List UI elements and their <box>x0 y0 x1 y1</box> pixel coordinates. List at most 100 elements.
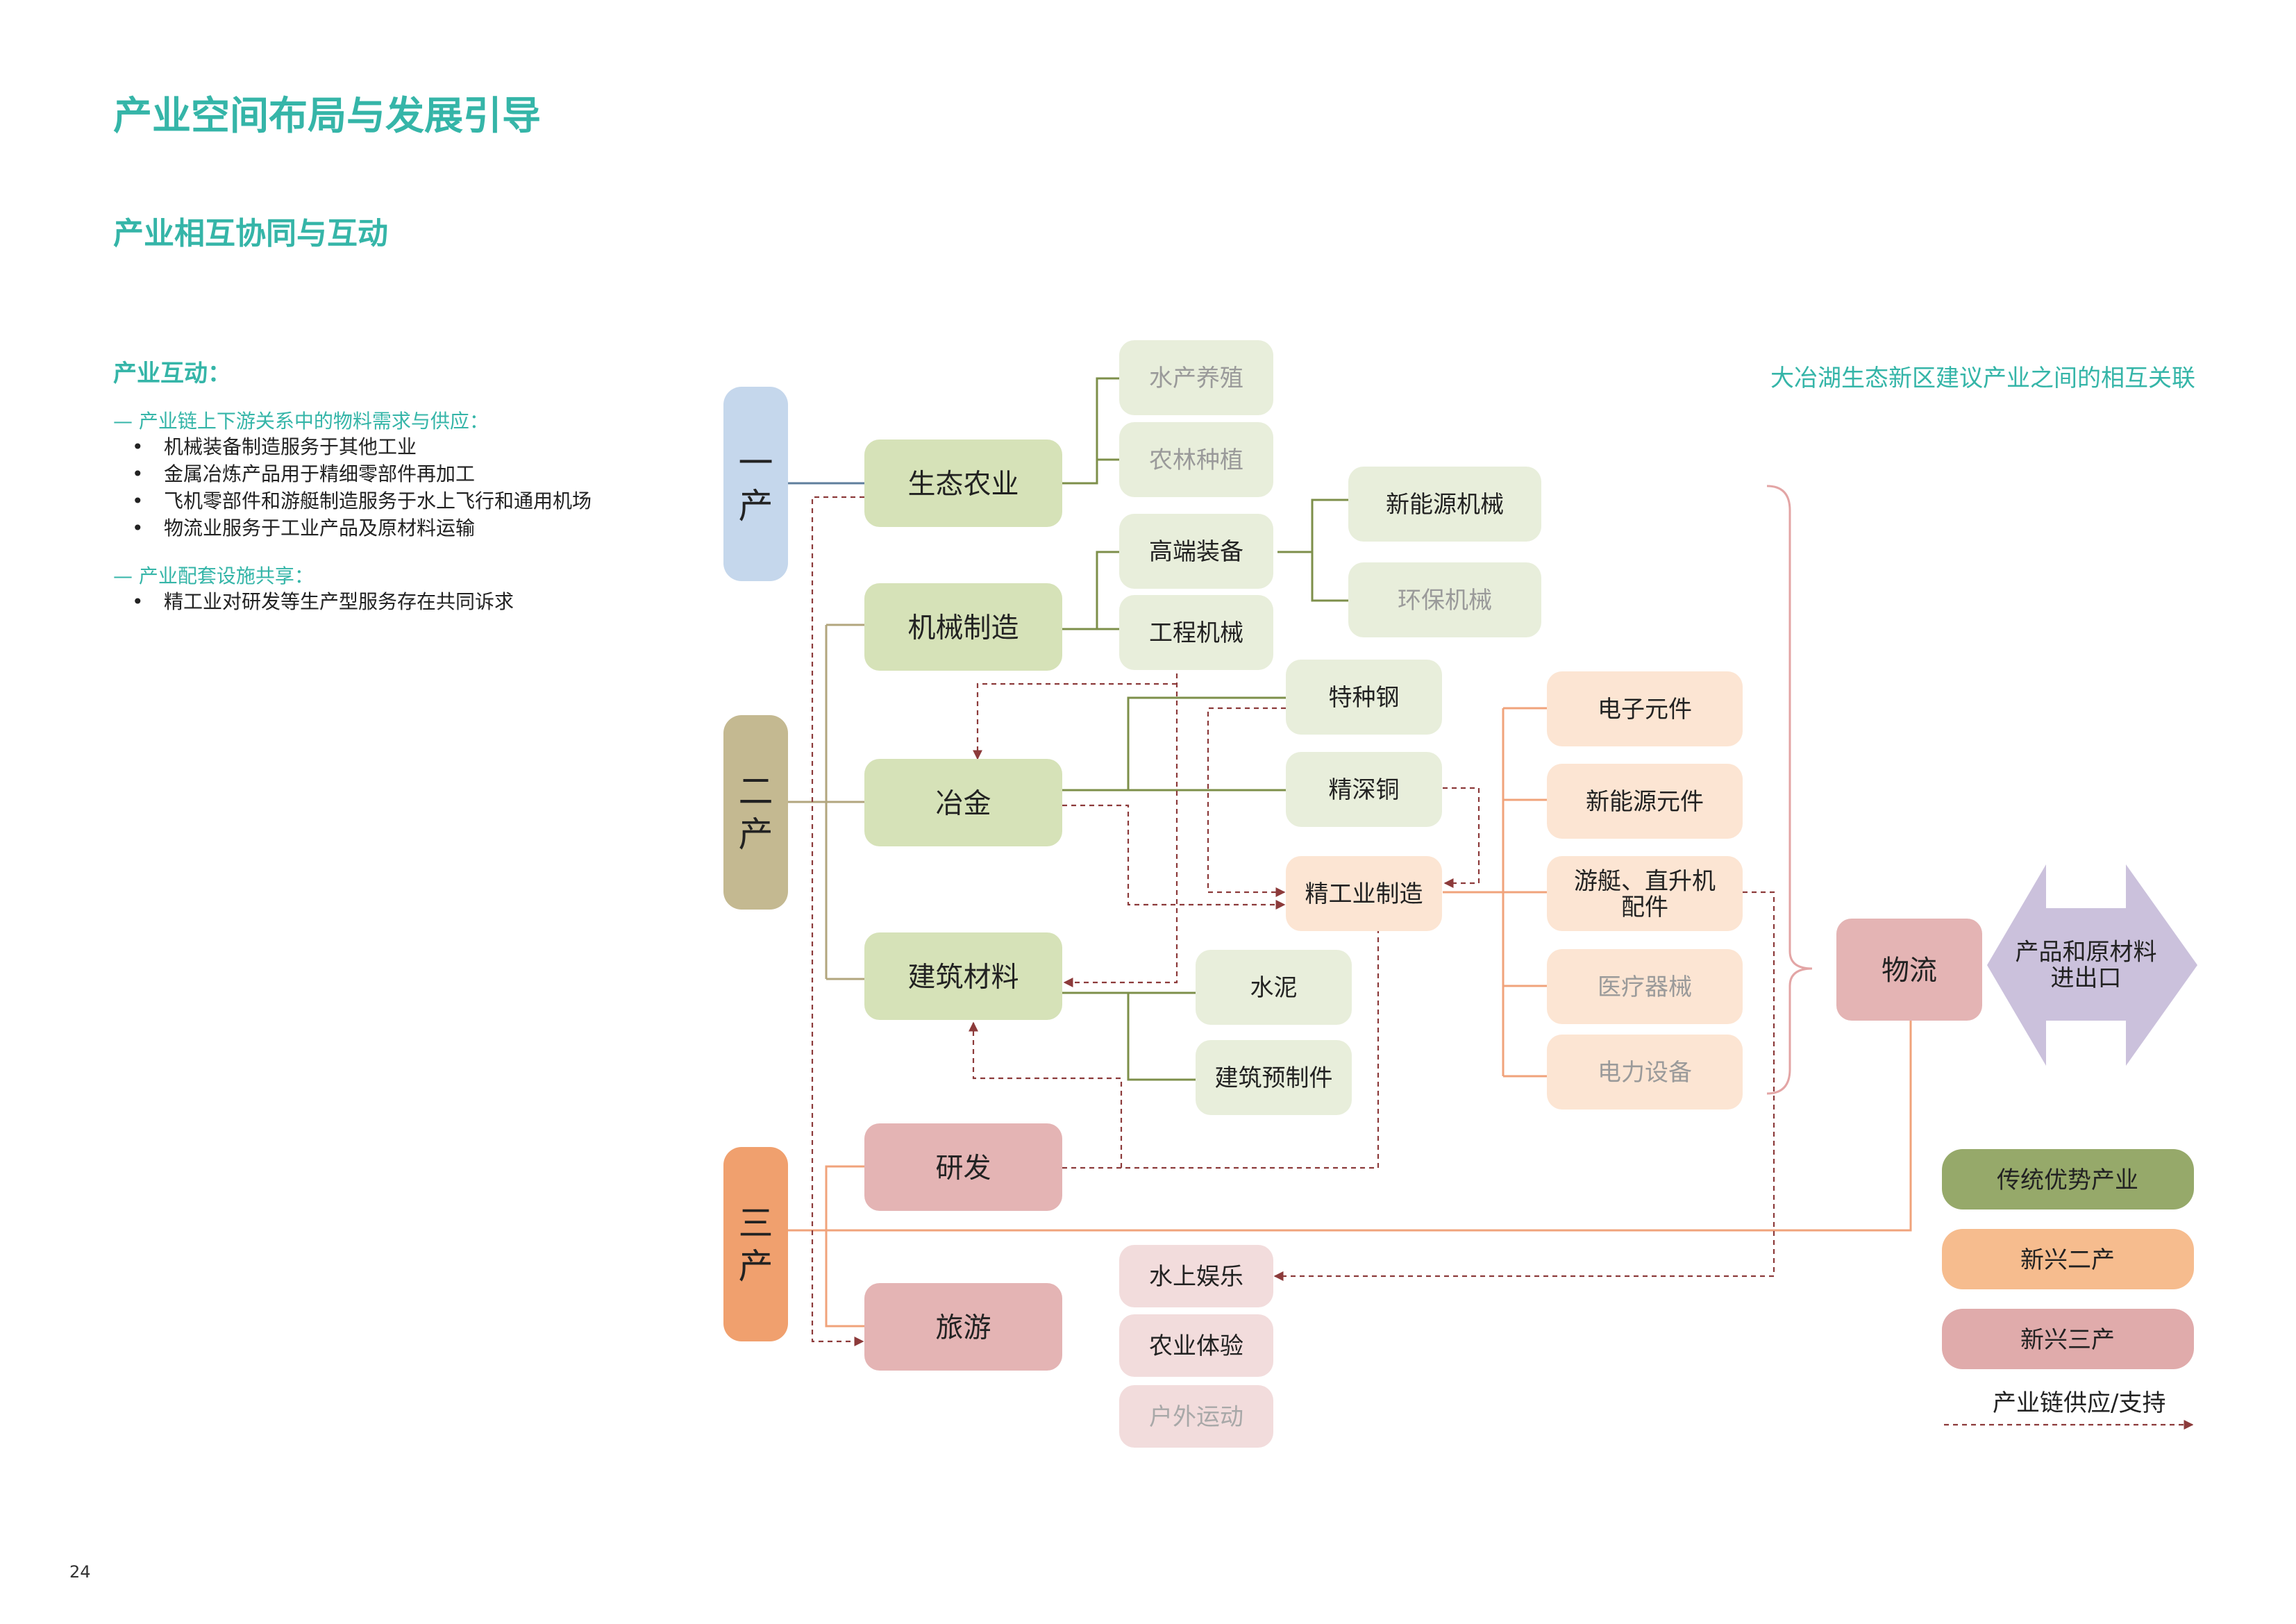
node-tour: 旅游 <box>864 1283 1062 1371</box>
node-box <box>1547 671 1743 746</box>
sector-s3: 三产 <box>723 1147 788 1341</box>
node-box <box>1196 950 1352 1025</box>
node-label: 新能源元件 <box>1586 788 1704 816</box>
legend-label: 新兴二产 <box>2020 1246 2115 1274</box>
node-box <box>1547 856 1743 931</box>
node-box <box>1119 595 1273 670</box>
connector-highend-sub <box>1277 499 1348 602</box>
node-box <box>1286 856 1442 931</box>
node-trade: 产品和原材料进出口 <box>2016 939 2157 992</box>
node-box <box>864 932 1062 1020</box>
node-box <box>1547 764 1743 839</box>
node-label: 研发 <box>936 1152 991 1184</box>
node-forest: 农林种植 <box>1119 422 1273 497</box>
material-flow-list: 机械装备制造服务于其他工业 金属冶炼产品用于精细零部件再加工 飞机零部件和游艇制… <box>132 433 592 542</box>
sector-s2: 二产 <box>723 715 788 910</box>
node-label: 精深铜 <box>1329 776 1400 804</box>
node-box <box>1286 660 1442 735</box>
node-build: 建筑材料 <box>864 932 1062 1020</box>
node-electronic: 电子元件 <box>1547 671 1743 746</box>
node-label: 建筑材料 <box>908 961 1019 993</box>
node-box <box>1119 422 1273 497</box>
node-label: 冶金 <box>936 787 991 819</box>
connector-ecoagri-sub <box>1062 377 1119 485</box>
diagram-caption: 大冶湖生态新区建议产业之间的相互关联 <box>1770 365 2195 392</box>
sector-label: 二产 <box>739 771 773 855</box>
node-ecoagri: 生态农业 <box>864 440 1062 527</box>
node-label: 电力设备 <box>1598 1059 1692 1087</box>
node-newcomp: 新能源元件 <box>1547 764 1743 839</box>
node-label: 农林种植 <box>1149 446 1243 474</box>
connector-precision-sub <box>1443 707 1547 1078</box>
node-box <box>1286 752 1442 827</box>
node-water: 水上娱乐 <box>1119 1245 1273 1307</box>
node-agriexp: 农业体验 <box>1119 1314 1273 1377</box>
node-label: 水泥 <box>1250 974 1298 1002</box>
node-box <box>864 440 1062 527</box>
node-logistics: 物流 <box>1836 919 1982 1021</box>
node-box <box>1348 562 1541 637</box>
nodes-layer: 生态农业机械制造冶金建筑材料研发旅游水产养殖农林种植高端装备工程机械新能源机械环… <box>864 340 2157 1448</box>
node-label: 旅游 <box>936 1312 991 1343</box>
sector-label: 一产 <box>739 443 773 526</box>
node-medical: 医疗器械 <box>1547 949 1743 1024</box>
legend-swatch <box>1942 1149 2194 1209</box>
node-label: 产品和原材料进出口 <box>2016 939 2157 992</box>
node-label: 户外运动 <box>1149 1403 1243 1431</box>
node-yacht: 游艇、直升机配件 <box>1547 856 1743 931</box>
support-arrows <box>811 496 2194 1430</box>
sector-tree-secondary <box>788 623 864 980</box>
node-label: 水产养殖 <box>1149 365 1243 392</box>
supply-tree-green <box>1062 377 1348 1081</box>
node-label: 工程机械 <box>1149 619 1243 647</box>
node-mach: 机械制造 <box>864 583 1062 671</box>
node-outdoor: 户外运动 <box>1119 1385 1273 1448</box>
group-brace <box>1766 485 1813 1095</box>
node-label: 游艇、直升机配件 <box>1574 868 1716 921</box>
node-box <box>1119 1314 1273 1377</box>
legend-swatch <box>1942 1229 2194 1289</box>
node-box <box>1119 514 1273 589</box>
node-box <box>1119 1245 1273 1307</box>
node-label: 机械制造 <box>908 612 1019 644</box>
arrow-rd-to-precision <box>1062 893 1383 1169</box>
node-box <box>864 1123 1062 1211</box>
sector-box <box>723 1147 788 1341</box>
legend-label: 传统优势产业 <box>1997 1166 2138 1194</box>
node-label: 精工业制造 <box>1305 880 1423 908</box>
page-number: 24 <box>69 1562 91 1582</box>
node-label: 电子元件 <box>1598 696 1692 723</box>
node-box <box>864 583 1062 671</box>
connector-build-sub <box>1062 991 1196 1081</box>
list-item: 精工业对研发等生产型服务存在共同诉求 <box>132 588 514 615</box>
legend-item: 新兴三产 <box>1942 1309 2194 1369</box>
supply-tree-orange <box>788 707 1912 1328</box>
arrow-mach-to-metal <box>973 683 1177 760</box>
node-copper: 精深铜 <box>1286 752 1442 827</box>
node-metal: 冶金 <box>864 759 1062 846</box>
node-box <box>1836 919 1982 1021</box>
legend-label: 新兴三产 <box>2020 1326 2115 1354</box>
section-head-material-flow: — 产业链上下游关系中的物料需求与供应： <box>113 410 489 433</box>
node-newenergy: 新能源机械 <box>1348 467 1541 542</box>
connector-tertiary-sector <box>788 1021 1912 1232</box>
legend-item: 传统优势产业 <box>1942 1149 2194 1209</box>
node-prefab: 建筑预制件 <box>1196 1040 1352 1115</box>
page-subtitle: 产业相互协同与互动 <box>113 216 388 251</box>
node-box <box>1119 1385 1273 1448</box>
node-box <box>864 759 1062 846</box>
node-box <box>1348 467 1541 542</box>
node-label: 建筑预制件 <box>1215 1064 1333 1092</box>
node-box <box>1196 1040 1352 1115</box>
node-label: 物流 <box>1882 955 1937 987</box>
node-aqua: 水产养殖 <box>1119 340 1273 415</box>
node-box <box>864 1283 1062 1371</box>
arrow-metal-to-precision <box>1062 804 1286 910</box>
arrow-copper-to-precision <box>1443 787 1480 888</box>
arrow-ecoagri-to-tour <box>811 496 864 1346</box>
arrow-steel-to-precision <box>1207 707 1286 897</box>
arrow-rd-to-build <box>969 1021 1123 1168</box>
